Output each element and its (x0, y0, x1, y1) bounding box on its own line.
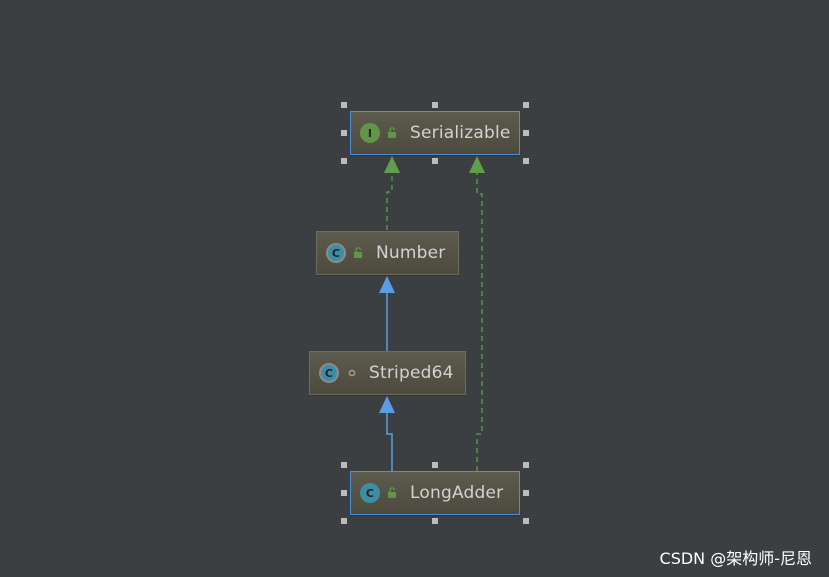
resize-handle[interactable] (341, 102, 347, 108)
resize-handle[interactable] (341, 462, 347, 468)
resize-handle[interactable] (523, 158, 529, 164)
resize-handle[interactable] (523, 102, 529, 108)
edge-longadder-extends-striped64 (379, 396, 395, 471)
resize-handle[interactable] (341, 158, 347, 164)
extends-arrowhead (379, 396, 395, 413)
resize-handle[interactable] (523, 490, 529, 496)
resize-handle[interactable] (523, 518, 529, 524)
node-longadder[interactable]: C LongAdder (350, 471, 520, 515)
resize-handle[interactable] (523, 462, 529, 468)
node-serializable[interactable]: I Serializable (350, 111, 520, 155)
abstract-class-icon: C (319, 363, 339, 383)
edge-number-implements-serializable (384, 156, 400, 230)
node-label: Serializable (410, 123, 511, 143)
node-label: Number (376, 243, 446, 263)
resize-handle[interactable] (341, 130, 347, 136)
implements-arrowhead (469, 156, 485, 173)
package-private-visibility-icon (346, 367, 358, 379)
public-visibility-icon (353, 247, 365, 259)
node-striped64[interactable]: C Striped64 (309, 351, 466, 395)
node-label: LongAdder (410, 483, 504, 503)
resize-handle[interactable] (432, 158, 438, 164)
resize-handle[interactable] (523, 130, 529, 136)
node-number[interactable]: C Number (316, 231, 459, 275)
resize-handle[interactable] (341, 518, 347, 524)
public-visibility-icon (387, 127, 399, 139)
resize-handle[interactable] (341, 490, 347, 496)
resize-handle[interactable] (432, 102, 438, 108)
class-icon: C (360, 483, 380, 503)
implements-arrowhead (384, 156, 400, 173)
resize-handle[interactable] (432, 462, 438, 468)
edge-striped64-extends-number (379, 276, 395, 351)
interface-icon: I (360, 123, 380, 143)
resize-handle[interactable] (432, 518, 438, 524)
edge-longadder-implements-serializable (469, 156, 485, 471)
watermark: CSDN @架构师-尼恩 (659, 549, 812, 568)
public-visibility-icon (387, 487, 399, 499)
abstract-class-icon: C (326, 243, 346, 263)
extends-arrowhead (379, 276, 395, 293)
node-label: Striped64 (369, 363, 454, 383)
